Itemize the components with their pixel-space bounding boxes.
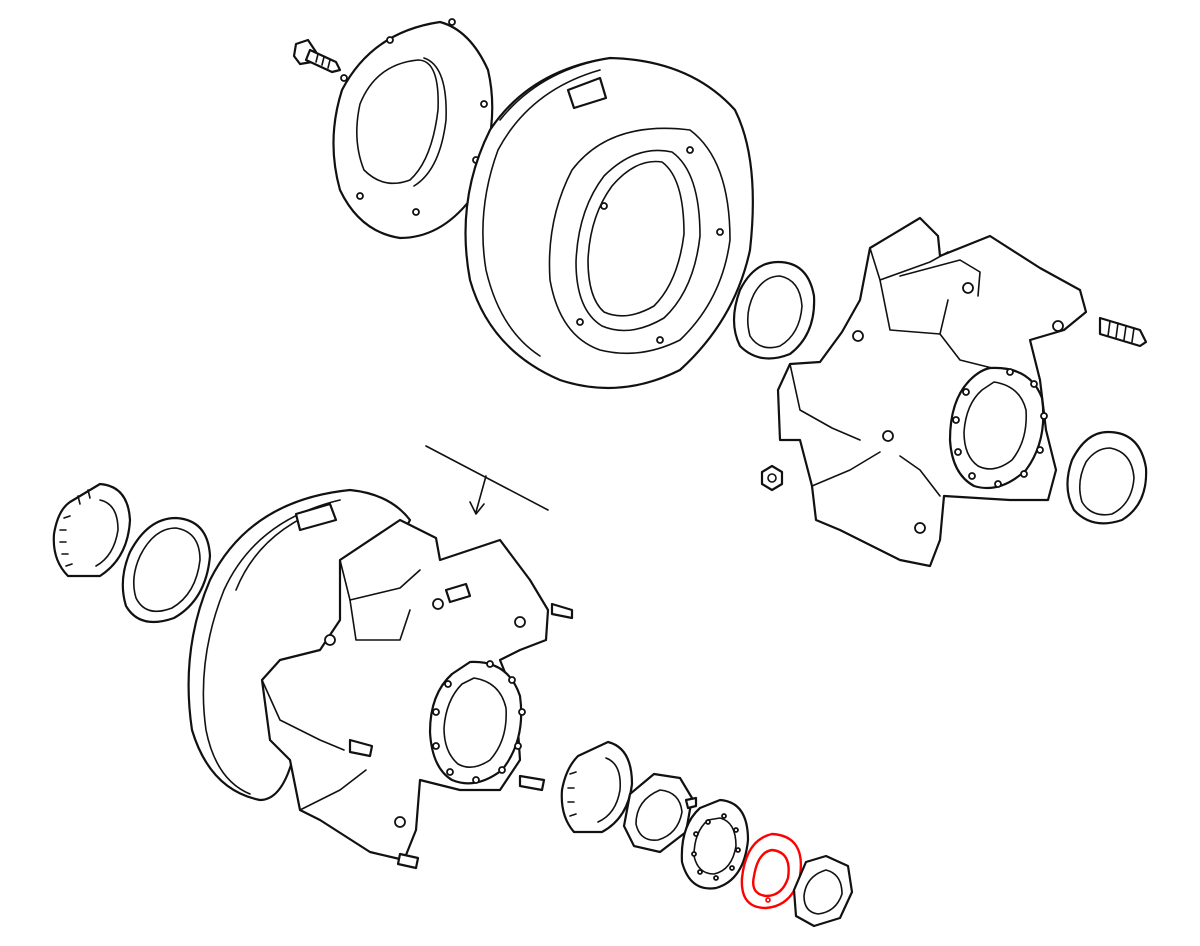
inner-bearing-cone	[52, 482, 132, 578]
lock-washer	[680, 798, 750, 890]
wheel-stud-right	[1098, 316, 1148, 348]
wheel-hub-upper	[776, 216, 1088, 568]
adjusting-nut	[622, 772, 698, 854]
hub-cap-dust-cover	[332, 18, 494, 240]
direction-arrow	[425, 445, 549, 515]
wheel-stud-upper	[292, 38, 342, 74]
outer-bearing-cone	[560, 740, 634, 834]
highlighted-lock-ring[interactable]	[740, 832, 803, 910]
hub-drum-assembly	[187, 488, 574, 870]
jam-nut	[792, 854, 854, 928]
bearing-cup-upper	[732, 260, 816, 360]
lug-nut	[760, 464, 784, 492]
bearing-cup-lower	[1066, 430, 1148, 525]
brake-drum	[464, 56, 754, 390]
oil-seal	[121, 516, 212, 624]
